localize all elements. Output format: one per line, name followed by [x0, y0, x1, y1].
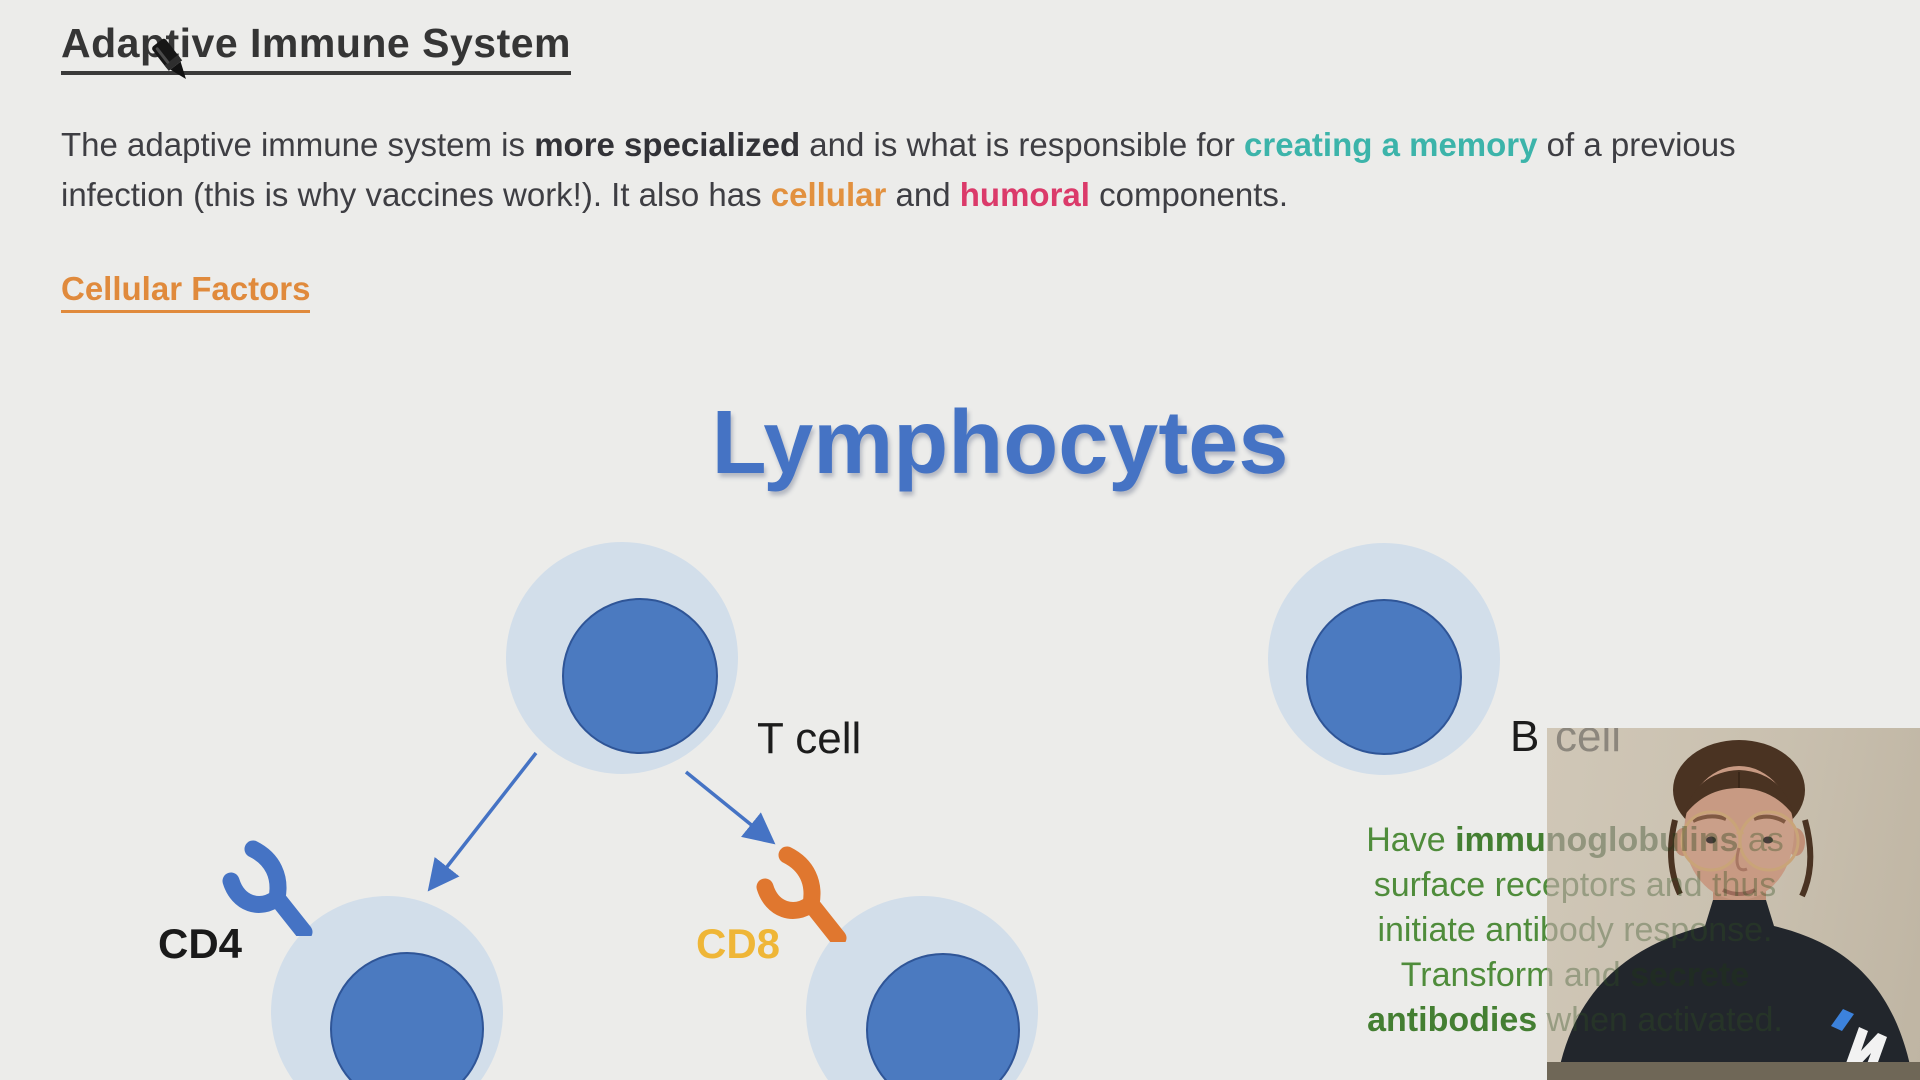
- intro-text: and is what is responsible for: [800, 126, 1245, 163]
- arrow-tcell-to-cd8: [684, 770, 776, 845]
- keyword-humoral: humoral: [959, 176, 1090, 213]
- cd8-receptor-icon: [756, 846, 847, 942]
- cd4-receptor-icon: [222, 840, 313, 936]
- presenter-glasses: [1680, 810, 1800, 872]
- presenter-shirt: [1557, 900, 1913, 1080]
- b-cell-label-faded: cell: [1555, 728, 1622, 761]
- keyword-more-specialized: more specialized: [534, 126, 801, 163]
- desk-strip: [1547, 1062, 1920, 1080]
- keyword-cellular: cellular: [770, 176, 887, 213]
- presenter-webcam-video: cell Have immunoglobulins as surface rec…: [1547, 728, 1920, 1080]
- intro-text: of a previous: [1537, 126, 1736, 163]
- intro-line-1: The adaptive immune system is more speci…: [61, 120, 1881, 170]
- arrow-tcell-to-cd4: [427, 751, 538, 892]
- b-cell-description-faded: Have immunoglobulins as surface receptor…: [1547, 821, 1784, 1039]
- cd4-label: CD4: [158, 920, 243, 967]
- keyword-creating-a-memory: creating a memory: [1244, 126, 1538, 163]
- b-cell-nucleus: [1306, 599, 1462, 755]
- section-heading-cellular-factors: Cellular Factors: [61, 270, 311, 313]
- cd4-cell-nucleus: [330, 952, 484, 1080]
- intro-text: components.: [1089, 176, 1289, 213]
- t-cell-label: T cell: [757, 714, 862, 763]
- pen-cursor-icon[interactable]: [146, 34, 202, 94]
- intro-line-2: infection (this is why vaccines work!). …: [61, 170, 1881, 220]
- intro-text: The adaptive immune system is: [61, 126, 535, 163]
- b-cell-label: B: [1510, 712, 1540, 761]
- cd8-label: CD8: [696, 920, 781, 967]
- intro-text: infection (this is why vaccines work!). …: [61, 176, 771, 213]
- intro-paragraph: The adaptive immune system is more speci…: [61, 120, 1881, 220]
- intro-text: and: [886, 176, 960, 213]
- diagram-title-lymphocytes: Lymphocytes: [711, 393, 1289, 493]
- page-title: Adaptive Immune System: [61, 20, 571, 75]
- presenter-figure: [1547, 740, 1920, 1080]
- t-cell-nucleus: [562, 598, 718, 754]
